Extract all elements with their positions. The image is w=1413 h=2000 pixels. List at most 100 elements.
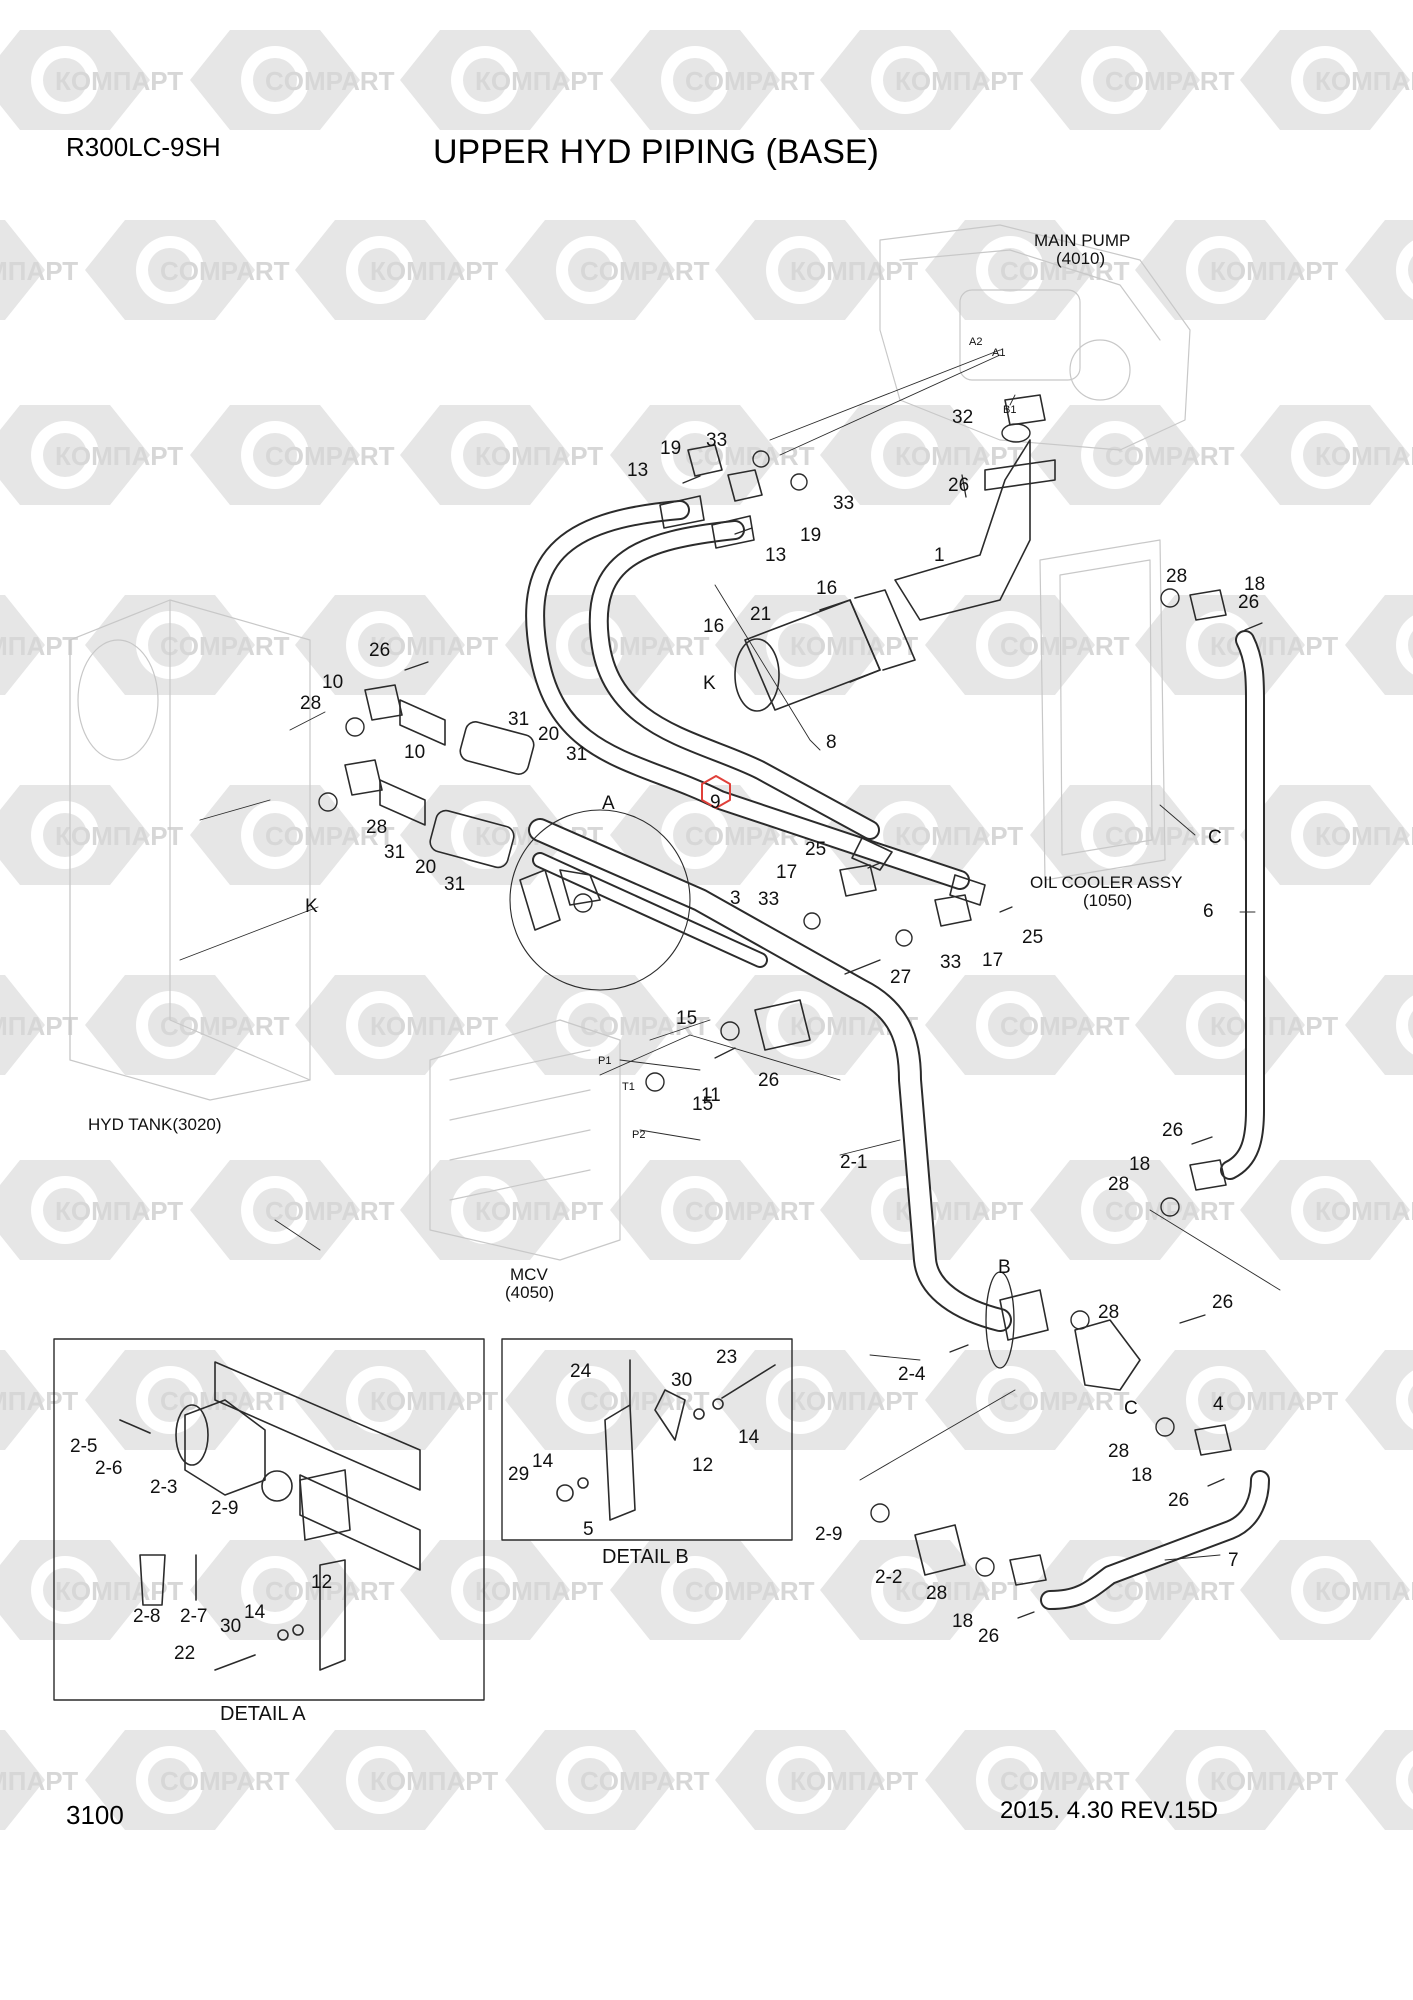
- watermark-text: КОМПАРТ: [895, 821, 1023, 851]
- watermark-text: КОМПАРТ: [0, 1011, 78, 1041]
- detail-a-box: [53, 1338, 485, 1701]
- callout: 2-1: [840, 1152, 867, 1173]
- page-title: UPPER HYD PIPING (BASE): [433, 133, 879, 171]
- callout: 28: [366, 817, 387, 838]
- callout-numbers: 1 2-1 2-2 2-3 2-4 2-5 2-6 2-8 2-7 2-9 2-…: [70, 407, 1265, 1664]
- ghost-main-pump: [879, 224, 1191, 451]
- callout: 6: [1203, 901, 1214, 922]
- callout: 16: [703, 616, 724, 637]
- callout-letter: C: [1124, 1398, 1138, 1419]
- callout: 11: [701, 1085, 721, 1106]
- detail-b-box: [501, 1338, 793, 1541]
- callout: 13: [765, 545, 786, 566]
- watermark-text: COMPART: [265, 1576, 395, 1606]
- callout: 15: [692, 1094, 713, 1115]
- callout: 16: [816, 578, 837, 599]
- callout: 27: [890, 967, 911, 988]
- callout: 33: [706, 430, 727, 451]
- callout: 12: [692, 1455, 713, 1476]
- pipe-2-1: [528, 818, 1012, 1332]
- callout: 17: [982, 950, 1003, 971]
- watermark-text: КОМПАРТ: [475, 1576, 603, 1606]
- watermark-text: КОМПАРТ: [1315, 821, 1413, 851]
- hose-end-fittings-top: [659, 495, 986, 906]
- hose-9: [588, 520, 880, 840]
- label-mcv-code: (4050): [505, 1283, 554, 1302]
- label-port-a2: A2: [969, 336, 982, 348]
- callout: 19: [660, 438, 681, 459]
- label-port-p2: P2: [632, 1129, 645, 1141]
- callout: 12: [311, 1572, 332, 1593]
- watermark-text: COMPART: [580, 1766, 710, 1796]
- callout-letter: B: [998, 1257, 1011, 1278]
- watermark-text: COMPART: [160, 1011, 290, 1041]
- hose-8: [525, 500, 970, 890]
- watermark-text: КОМПАРТ: [55, 821, 183, 851]
- callout: 9: [710, 792, 721, 813]
- callout: 26: [948, 475, 969, 496]
- watermark-text: КОМПАРТ: [0, 1386, 78, 1416]
- callout: 5: [583, 1519, 594, 1540]
- callout: 1: [934, 545, 945, 566]
- callout: 14: [244, 1602, 266, 1623]
- ghost-oil-cooler: [1039, 539, 1166, 881]
- callout: 26: [1238, 592, 1259, 613]
- watermark-text: COMPART: [1105, 441, 1235, 471]
- watermark-text: КОМПАРТ: [790, 1386, 918, 1416]
- watermark-text: КОМПАРТ: [370, 256, 498, 286]
- callout: 31: [444, 874, 465, 895]
- watermark-text: COMPART: [685, 1576, 815, 1606]
- watermark-text: КОМПАРТ: [475, 1196, 603, 1226]
- callout-letter: K: [703, 673, 716, 694]
- watermark-text: КОМПАРТ: [790, 1766, 918, 1796]
- callout: 26: [369, 640, 390, 661]
- callout: 18: [1244, 574, 1265, 595]
- watermark-text: КОМПАРТ: [790, 631, 918, 661]
- watermark-text: КОМПАРТ: [1315, 66, 1413, 96]
- callout: 25: [805, 839, 826, 860]
- callout: 28: [1108, 1174, 1129, 1195]
- watermark-text: КОМПАРТ: [370, 1386, 498, 1416]
- label-detail-a: DETAIL A: [220, 1703, 306, 1725]
- detail-b-marker: [985, 1271, 1015, 1369]
- highlight-marker: [701, 775, 731, 809]
- callout: 17: [776, 862, 797, 883]
- label-port-p1: P1: [598, 1055, 611, 1067]
- callout: 2-5: [70, 1436, 97, 1457]
- label-main-pump: MAIN PUMP: [1034, 231, 1130, 250]
- watermark-text: КОМПАРТ: [1210, 1011, 1338, 1041]
- callout: 2-7: [180, 1606, 207, 1627]
- watermark-text: КОМПАРТ: [1210, 1766, 1338, 1796]
- watermark-text: COMPART: [685, 1196, 815, 1226]
- callout: 28: [1166, 566, 1187, 587]
- pipe-3: [532, 852, 768, 968]
- callout: 30: [220, 1616, 241, 1637]
- label-detail-b: DETAIL B: [602, 1546, 689, 1568]
- callout: 13: [627, 460, 648, 481]
- callout: 4: [1213, 1394, 1224, 1415]
- suction-pipe-1: [894, 439, 1056, 621]
- page-number: 3100: [66, 1800, 124, 1830]
- watermark-text: КОМПАРТ: [0, 1766, 78, 1796]
- callout: 32: [952, 407, 973, 428]
- watermark-text: COMPART: [685, 66, 815, 96]
- callout: 26: [978, 1626, 999, 1647]
- callout: 7: [1228, 1550, 1239, 1571]
- watermark-text: COMPART: [160, 1766, 290, 1796]
- watermark-text: КОМПАРТ: [55, 441, 183, 471]
- watermark-text: КОМПАРТ: [790, 256, 918, 286]
- callout-letter: C: [1208, 827, 1222, 848]
- watermark-text: КОМПАРТ: [0, 256, 78, 286]
- watermark-text: КОМПАРТ: [370, 631, 498, 661]
- callout: 26: [758, 1070, 779, 1091]
- callout: 31: [508, 709, 529, 730]
- watermark-text: КОМПАРТ: [1315, 441, 1413, 471]
- suction-hose-21: [734, 589, 916, 712]
- label-oil-cooler: OIL COOLER ASSY: [1030, 873, 1182, 892]
- callout: 28: [300, 693, 321, 714]
- callout: 18: [1131, 1465, 1152, 1486]
- detail-b-contents: [556, 1359, 776, 1521]
- callout: 14: [738, 1427, 760, 1448]
